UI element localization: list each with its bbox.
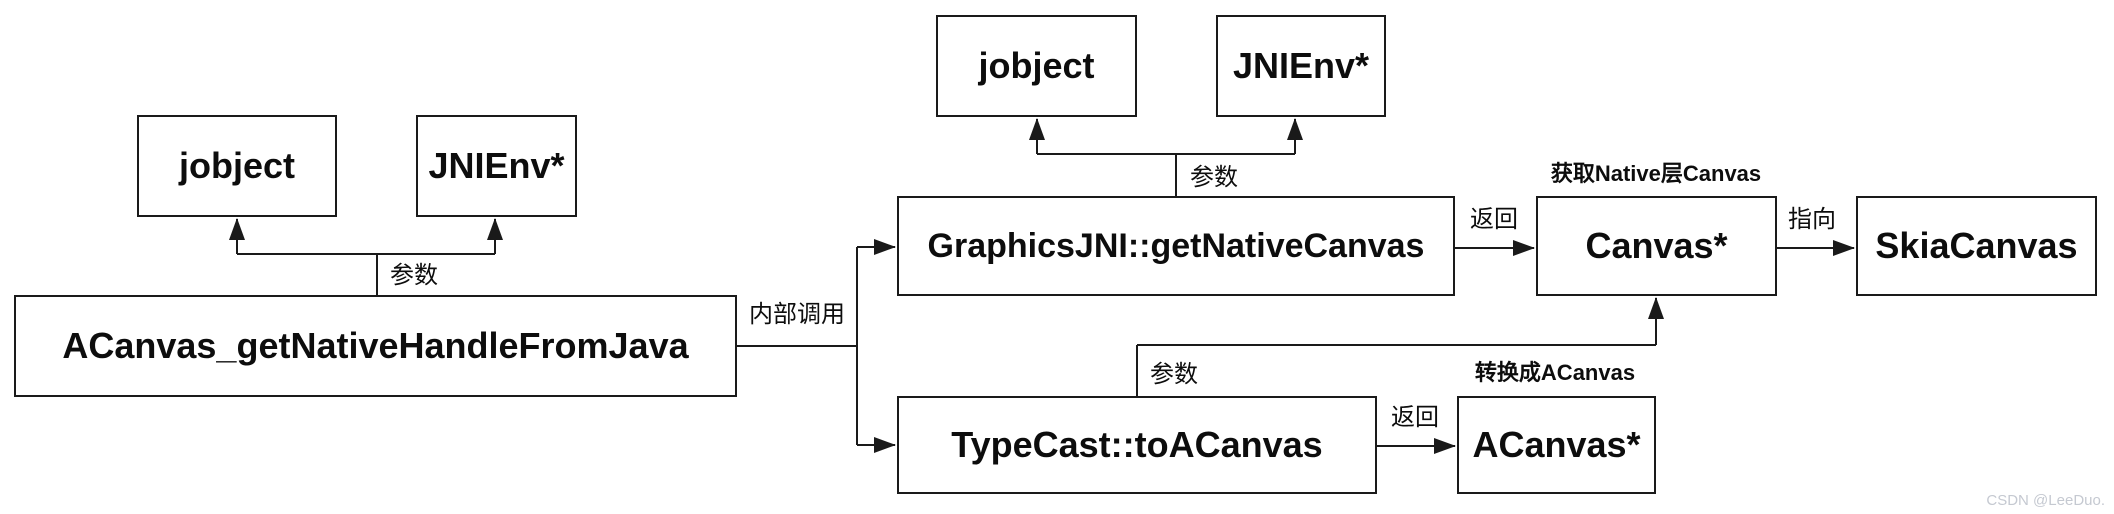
- edge-label-params-left: 参数: [390, 262, 438, 289]
- node-jobject-left: jobject: [137, 115, 337, 217]
- node-acanvas-pointer: ACanvas*: [1457, 396, 1656, 494]
- edge-params-top: [1029, 118, 1303, 196]
- edge-label-return-2: 返回: [1391, 404, 1439, 431]
- edge-internal-call: [737, 239, 896, 453]
- edge-label-return-1: 返回: [1470, 206, 1518, 233]
- edge-label-params-top: 参数: [1190, 164, 1238, 191]
- node-jobject-top: jobject: [936, 15, 1137, 117]
- annotation-get-native-canvas: 获取Native层Canvas: [1550, 161, 1762, 186]
- node-graphicsjni-getnativecanvas: GraphicsJNI::getNativeCanvas: [897, 196, 1455, 296]
- edge-label-params-bottom: 参数: [1150, 361, 1198, 388]
- node-acanvas-getnativehandlefromjava: ACanvas_getNativeHandleFromJava: [14, 295, 737, 397]
- node-skiacanvas: SkiaCanvas: [1856, 196, 2097, 296]
- edge-params-left: [229, 218, 503, 296]
- node-jnienv-top: JNIEnv*: [1216, 15, 1386, 117]
- node-jnienv-left: JNIEnv*: [416, 115, 577, 217]
- edge-label-points-to: 指向: [1788, 206, 1836, 233]
- annotation-to-acanvas: 转换成ACanvas: [1474, 360, 1636, 385]
- edge-params-bottom: [1136, 297, 1664, 396]
- csdn-watermark: CSDN @LeeDuo.: [1986, 492, 2105, 509]
- node-canvas-pointer: Canvas*: [1536, 196, 1777, 296]
- edge-label-internal-call: 内部调用: [749, 301, 845, 328]
- node-typecast-toacanvas: TypeCast::toACanvas: [897, 396, 1377, 494]
